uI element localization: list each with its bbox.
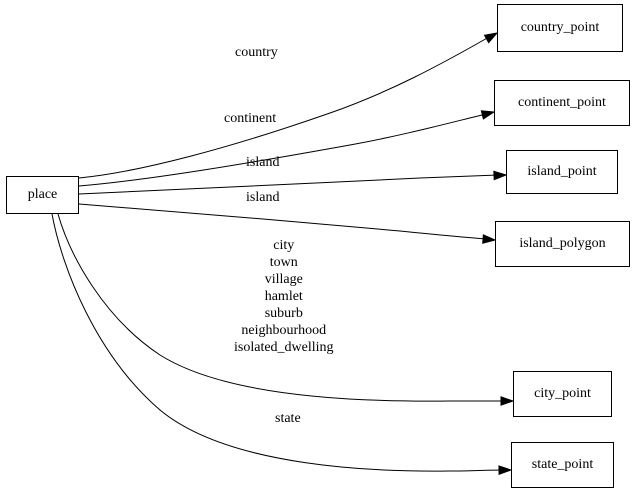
arrowhead-place-to-country_point — [483, 32, 499, 44]
edge-place-to-state_point — [51, 213, 504, 472]
edge-label-place-to-island_polygon: island — [246, 189, 279, 206]
arrowhead-place-to-state_point — [498, 465, 513, 476]
arrowhead-place-to-continent_point — [480, 110, 496, 120]
edge-label-line: continent — [224, 111, 277, 126]
edge-label-place-to-state_point: state — [275, 410, 301, 427]
edge-arrowhead-group — [480, 32, 515, 476]
edge-label-place-to-country_point: country — [235, 44, 278, 61]
node-label: place — [27, 187, 58, 202]
target-node-state_point[interactable]: state_point — [511, 442, 614, 488]
target-node-island_point[interactable]: island_point — [506, 150, 618, 194]
edge-path-group — [51, 36, 505, 472]
source-node-place[interactable]: place — [6, 176, 79, 214]
node-label: city_point — [534, 386, 591, 401]
edge-label-line: state — [275, 411, 301, 426]
target-node-island_polygon[interactable]: island_polygon — [495, 221, 630, 267]
edge-label-line: neighbourhood — [241, 323, 327, 338]
node-label: continent_point — [518, 95, 606, 110]
edge-label-line: island — [246, 190, 280, 205]
node-label: country_point — [520, 20, 600, 35]
edge-place-to-continent_point — [78, 113, 487, 187]
edge-label-line: town — [269, 255, 298, 270]
target-node-city_point[interactable]: city_point — [513, 371, 612, 417]
edge-place-to-city_point — [57, 213, 505, 402]
edge-label-place-to-island_point: island — [246, 154, 279, 171]
node-label: state_point — [531, 457, 594, 472]
target-node-continent_point[interactable]: continent_point — [494, 80, 630, 126]
arrowhead-place-to-island_polygon — [482, 234, 497, 244]
edge-label-line: hamlet — [264, 289, 303, 304]
node-label: island_polygon — [519, 236, 606, 251]
target-node-country_point[interactable]: country_point — [497, 4, 623, 52]
edge-label-line: suburb — [264, 306, 303, 321]
edge-label-line: village — [264, 272, 303, 287]
edge-label-line: country — [235, 45, 278, 60]
arrowhead-place-to-island_point — [493, 170, 508, 181]
edge-label-place-to-city_point: city town village hamlet suburb neighbourhood… — [234, 237, 334, 356]
edge-label-place-to-continent_point: continent — [224, 110, 276, 127]
edge-place-to-island_polygon — [78, 203, 488, 240]
arrowhead-place-to-city_point — [500, 396, 515, 406]
edge-label-line: city — [273, 238, 295, 253]
edge-place-to-island_point — [78, 174, 499, 195]
node-label: island_point — [527, 164, 597, 179]
edge-place-to-country_point — [78, 36, 490, 179]
edge-label-line: island — [246, 155, 280, 170]
edge-label-line: isolated_dwelling — [234, 340, 334, 355]
